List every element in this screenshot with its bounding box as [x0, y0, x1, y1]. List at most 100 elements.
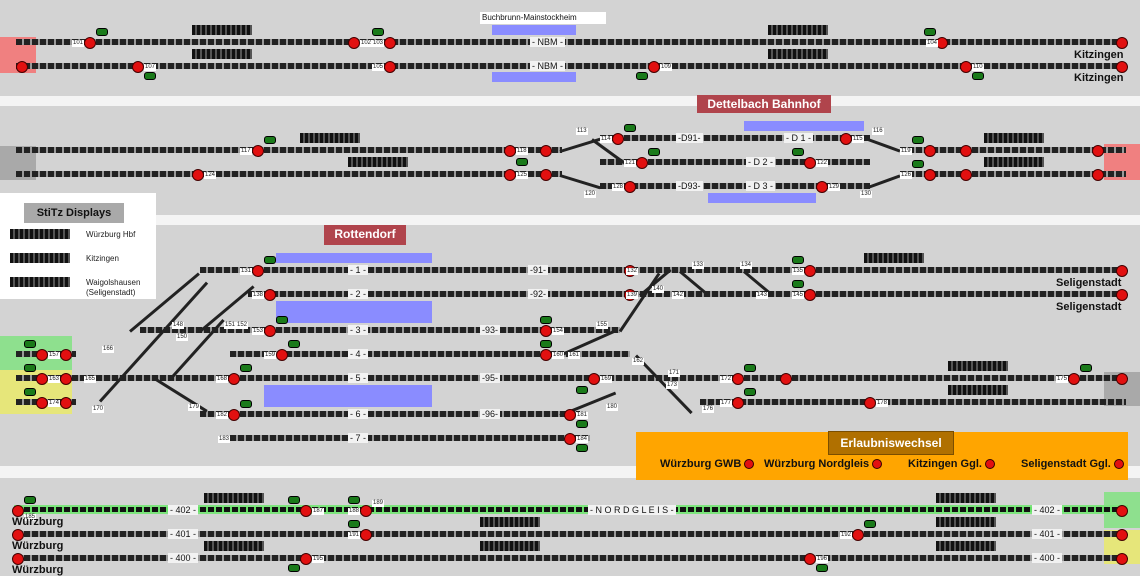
signal-105[interactable] [384, 61, 396, 73]
signal-125[interactable] [504, 169, 516, 181]
signal-172b[interactable] [780, 373, 792, 385]
track[interactable] [16, 531, 1126, 537]
switch-connector[interactable] [559, 174, 601, 190]
signal-128[interactable] [624, 181, 636, 193]
signal-187[interactable] [300, 505, 312, 517]
track[interactable] [248, 291, 1126, 297]
signal-188[interactable] [360, 505, 372, 517]
signal-191[interactable] [360, 529, 372, 541]
signal-end[interactable] [1116, 37, 1128, 49]
track[interactable] [16, 63, 1126, 69]
signal-wuerzburg[interactable] [12, 529, 24, 541]
switch-connector[interactable] [98, 281, 209, 403]
signal-138[interactable] [264, 289, 276, 301]
signal-160[interactable] [540, 349, 552, 361]
signal-129[interactable] [816, 181, 828, 193]
track[interactable] [700, 399, 1126, 405]
signal-159[interactable] [276, 349, 288, 361]
track[interactable] [140, 327, 620, 333]
erlaubnis-item-wuerzburg-nordgleis[interactable]: Würzburg Nordgleis [764, 458, 883, 470]
signal-169[interactable] [588, 373, 600, 385]
track[interactable] [900, 171, 1126, 177]
signal-178[interactable] [864, 397, 876, 409]
signal-114[interactable] [612, 133, 624, 145]
switch-connector[interactable] [867, 138, 901, 153]
signal-135[interactable] [804, 265, 816, 277]
signal-174[interactable] [36, 397, 48, 409]
track[interactable] [16, 171, 562, 177]
signal-192[interactable] [852, 529, 864, 541]
track[interactable] [600, 159, 870, 165]
stitz-display[interactable] [864, 253, 924, 263]
stitz-display[interactable] [984, 157, 1044, 167]
stitz-display[interactable] [204, 541, 264, 551]
signal-118b[interactable] [540, 145, 552, 157]
signal-end[interactable] [1092, 145, 1104, 157]
track[interactable] [600, 183, 870, 189]
signal-195[interactable] [300, 553, 312, 565]
signal-107[interactable] [132, 61, 144, 73]
signal-103[interactable] [384, 37, 396, 49]
track[interactable] [230, 351, 630, 357]
signal-end[interactable] [1116, 505, 1128, 517]
signal-101[interactable] [84, 37, 96, 49]
signal-110[interactable] [960, 61, 972, 73]
stitz-display[interactable] [936, 541, 996, 551]
signal-177[interactable] [732, 397, 744, 409]
stitz-display[interactable] [348, 157, 408, 167]
signal-entry[interactable] [60, 373, 72, 385]
signal-124[interactable] [192, 169, 204, 181]
erlaubnis-item-seligenstadt-ggl[interactable]: Seligenstadt Ggl. [1021, 458, 1124, 470]
signal-wuerzburg[interactable] [12, 505, 24, 517]
track[interactable] [16, 147, 562, 153]
signal-122[interactable] [804, 157, 816, 169]
track[interactable] [16, 375, 1126, 381]
signal-102[interactable] [348, 37, 360, 49]
signal-121[interactable] [636, 157, 648, 169]
signal-end[interactable] [1116, 373, 1128, 385]
stitz-display[interactable] [936, 517, 996, 527]
signal-126[interactable] [924, 169, 936, 181]
signal-182[interactable] [228, 409, 240, 421]
signal-196[interactable] [804, 553, 816, 565]
signal-end[interactable] [1116, 553, 1128, 565]
signal-131[interactable] [252, 265, 264, 277]
signal-109[interactable] [648, 61, 660, 73]
track[interactable] [16, 39, 1126, 45]
stitz-display[interactable] [768, 25, 828, 35]
signal-172[interactable] [732, 373, 744, 385]
signal-entry[interactable] [60, 349, 72, 361]
signal-end[interactable] [1116, 265, 1128, 277]
switch-connector[interactable] [867, 174, 901, 189]
track[interactable] [600, 135, 870, 141]
signal-125b[interactable] [540, 169, 552, 181]
track[interactable] [900, 147, 1126, 153]
track-nordgleis[interactable] [16, 507, 1126, 512]
signal-start[interactable] [16, 61, 28, 73]
signal-154[interactable] [540, 325, 552, 337]
signal-end[interactable] [1092, 169, 1104, 181]
erlaubnis-item-wuerzburg-gwb[interactable]: Würzburg GWB [660, 458, 755, 470]
signal-163[interactable] [36, 373, 48, 385]
stitz-display[interactable] [936, 493, 996, 503]
erlaubnis-signal-icon[interactable] [872, 459, 883, 470]
stitz-display[interactable] [768, 49, 828, 59]
signal-end[interactable] [1116, 61, 1128, 73]
stitz-display[interactable] [948, 385, 1008, 395]
erlaubnis-signal-icon[interactable] [1113, 459, 1124, 470]
signal-entry[interactable] [60, 397, 72, 409]
stitz-display[interactable] [984, 133, 1044, 143]
signal-115[interactable] [840, 133, 852, 145]
signal-end[interactable] [1116, 289, 1128, 301]
signal-119[interactable] [924, 145, 936, 157]
stitz-display[interactable] [480, 517, 540, 527]
track[interactable] [200, 411, 580, 417]
signal-117[interactable] [252, 145, 264, 157]
signal-168[interactable] [228, 373, 240, 385]
signal-end[interactable] [1116, 529, 1128, 541]
stitz-display[interactable] [192, 49, 252, 59]
signal-184[interactable] [564, 433, 576, 445]
track[interactable] [16, 555, 1126, 561]
signal-out[interactable] [960, 169, 972, 181]
stitz-display[interactable] [204, 493, 264, 503]
